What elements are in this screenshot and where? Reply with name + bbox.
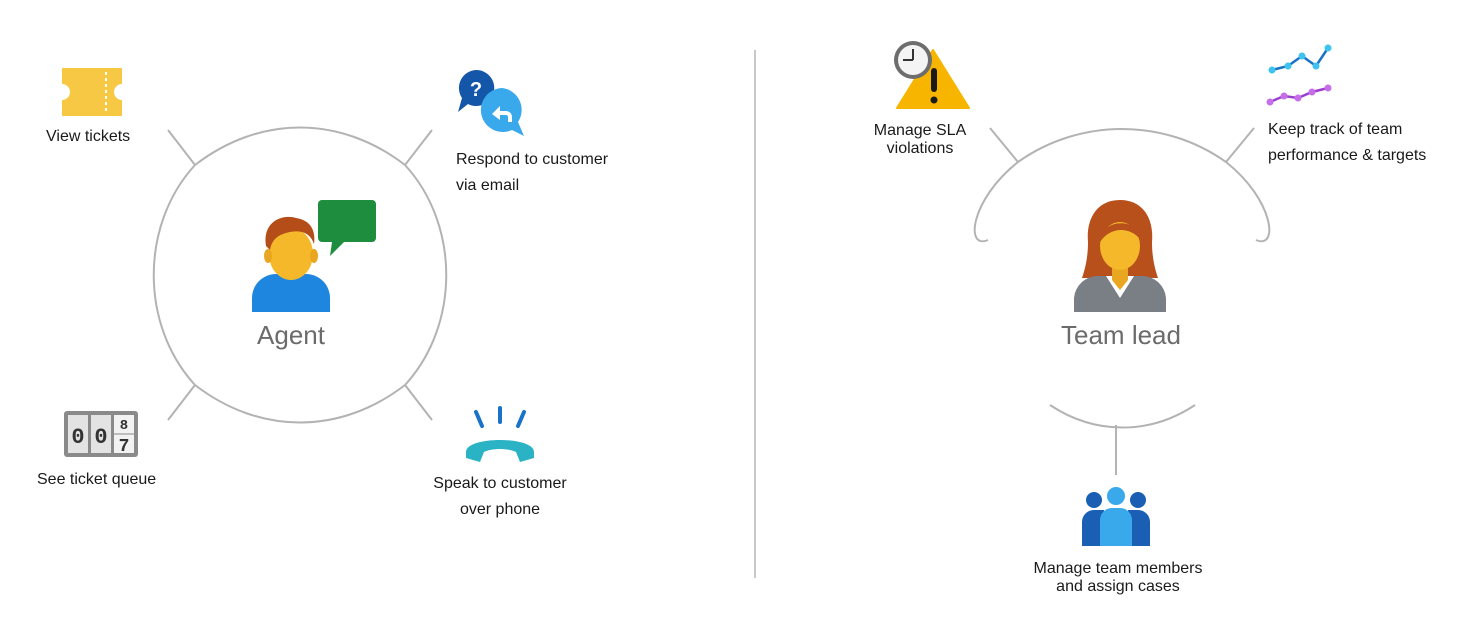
performance-line1: Keep track of team xyxy=(1268,121,1403,138)
agent-arc-right xyxy=(404,164,448,386)
agent-avatar-icon xyxy=(252,200,376,312)
performance-line2: performance & targets xyxy=(1268,147,1427,164)
lead-arc-bottom xyxy=(1049,404,1196,429)
agent-arc-bottom xyxy=(194,384,406,424)
agent-spoke-tl xyxy=(167,129,196,166)
lead-spoke-tl xyxy=(989,127,1019,163)
lead-arc-right xyxy=(1225,161,1271,243)
respond-email-line1: Respond to customer xyxy=(456,151,609,168)
sla-line1: Manage SLA xyxy=(873,122,967,139)
members-line2: and assign cases xyxy=(1056,578,1180,595)
sla-line2: violations xyxy=(886,140,954,157)
svg-text:7: 7 xyxy=(119,437,130,457)
clock-warning-icon xyxy=(894,41,970,109)
svg-text:8: 8 xyxy=(120,418,128,434)
agent-spoke-br xyxy=(404,384,433,421)
svg-text:0: 0 xyxy=(94,425,107,450)
respond-email-line2: via email xyxy=(456,177,520,194)
agent-spoke-bl xyxy=(167,384,196,421)
ticket-queue-label: See ticket queue xyxy=(37,471,157,488)
members-line1: Manage team members xyxy=(1033,560,1203,577)
team-lead-role-label: Team lead xyxy=(1061,320,1181,350)
lead-arc-left xyxy=(973,161,1019,243)
team-members-icon xyxy=(1082,487,1150,546)
lead-spoke-tr xyxy=(1225,127,1255,163)
agent-role-label: Agent xyxy=(257,320,325,350)
speak-phone-line1: Speak to customer xyxy=(433,475,567,492)
speak-phone-line2: over phone xyxy=(459,501,541,518)
agent-spoke-tr xyxy=(404,129,433,166)
svg-text:0: 0 xyxy=(71,425,84,450)
team-lead-avatar-icon xyxy=(1074,200,1166,312)
ticket-icon xyxy=(62,68,122,116)
trend-lines-icon xyxy=(1266,44,1332,106)
lead-arc-top xyxy=(1017,128,1227,163)
agent-arc-top xyxy=(194,126,406,166)
view-tickets-label: View tickets xyxy=(46,128,131,145)
svg-text:?: ? xyxy=(470,79,482,101)
counter-icon: 0 0 8 7 xyxy=(64,411,138,457)
agent-arc-left xyxy=(152,164,196,386)
phone-ringing-icon xyxy=(466,406,534,462)
question-reply-icon: ? xyxy=(458,69,524,136)
